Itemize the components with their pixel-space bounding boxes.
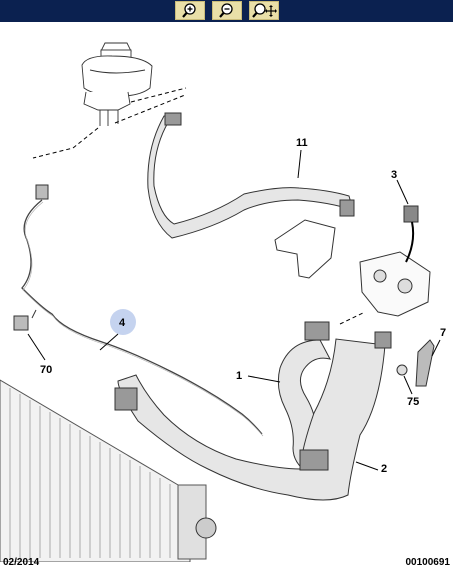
- callout-2: 2: [355, 461, 387, 475]
- water-outlet-housing: [359, 251, 431, 317]
- vent-hose: [21, 199, 264, 437]
- radiator: [0, 379, 217, 562]
- magnifier-minus-icon: [219, 3, 233, 18]
- callout-11: 11: [296, 137, 308, 179]
- zoom-out-button[interactable]: [212, 1, 242, 20]
- svg-text:3: 3: [391, 169, 397, 181]
- cooling-system-diagram: 11 3 4 70 7 1 75 2: [0, 42, 446, 562]
- vent-clip: [35, 184, 49, 200]
- magnifier-plus-icon: [182, 3, 196, 18]
- callout-3: 3: [391, 169, 409, 205]
- svg-text:2: 2: [381, 463, 387, 475]
- svg-text:75: 75: [407, 396, 419, 408]
- footer-code: 00100691: [405, 557, 451, 568]
- thermostat-housing: [274, 219, 336, 279]
- magnifier-move-icon: [252, 3, 277, 18]
- screw-75: [396, 364, 408, 376]
- svg-text:4: 4: [119, 317, 126, 329]
- footer-date: 02/2014: [3, 557, 40, 568]
- callout-4: 4: [99, 309, 136, 351]
- temperature-sensor: [403, 205, 419, 223]
- bracket-7: [415, 339, 435, 387]
- clip-70: [13, 315, 29, 331]
- zoom-in-button[interactable]: [175, 1, 205, 20]
- svg-text:7: 7: [440, 327, 446, 339]
- callout-1: 1: [236, 370, 281, 383]
- callout-75: 75: [403, 375, 419, 408]
- svg-text:70: 70: [40, 364, 52, 376]
- expansion-tank: [81, 42, 153, 126]
- svg-text:1: 1: [236, 370, 242, 382]
- toolbar: [0, 0, 453, 22]
- svg-text:11: 11: [296, 137, 308, 149]
- callout-70: 70: [27, 333, 52, 376]
- upper-hose: [147, 112, 355, 239]
- callout-7: 7: [431, 327, 446, 357]
- zoom-fit-button[interactable]: [249, 1, 279, 20]
